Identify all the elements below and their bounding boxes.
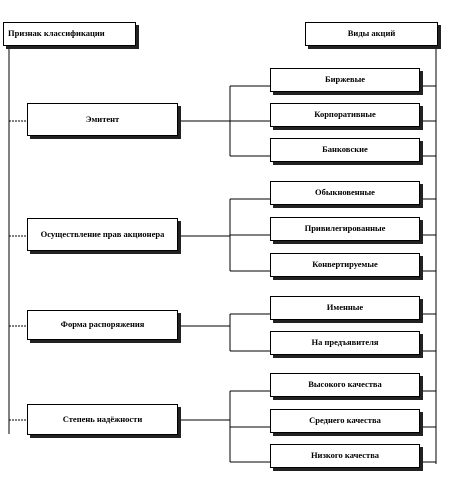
criterion-reliability: Степень надёжности	[27, 404, 178, 435]
criterion-disposal-form: Форма распоряжения	[27, 310, 178, 340]
type-convertible: Конвертируемые	[270, 253, 420, 277]
type-registered: Именные	[270, 296, 420, 320]
type-preferred: Привилегированные	[270, 217, 420, 241]
type-exchange: Биржевые	[270, 68, 420, 92]
type-medium-quality: Среднего качества	[270, 409, 420, 433]
type-low-quality: Низкого качества	[270, 444, 420, 468]
header-share-types: Виды акций	[305, 22, 438, 46]
type-bearer: На предъявителя	[270, 331, 420, 355]
type-high-quality: Высокого качества	[270, 373, 420, 397]
type-corporate: Корпоративные	[270, 103, 420, 127]
type-ordinary: Обыкновенные	[270, 181, 420, 205]
criterion-shareholder-rights: Осуществление прав акционера	[27, 218, 178, 251]
header-classification-criterion: Признак классификации	[3, 22, 136, 46]
criterion-issuer: Эмитент	[27, 103, 178, 136]
type-bank: Банковские	[270, 138, 420, 162]
